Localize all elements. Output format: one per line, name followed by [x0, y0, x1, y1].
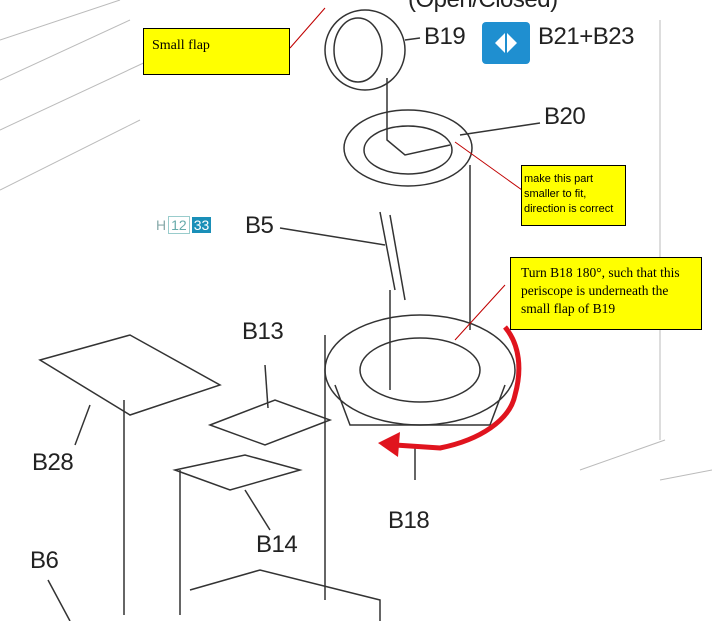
note-make-smaller: make this part smaller to fit, direction… — [521, 165, 626, 226]
label-b14: B14 — [256, 531, 298, 558]
part-b13 — [207, 399, 333, 446]
pointer-periscope — [454, 284, 506, 341]
label-b19: B19 — [424, 23, 466, 50]
part-reference: H 12 33 — [156, 216, 212, 234]
label-b18: B18 — [388, 507, 430, 534]
part-b14 — [172, 454, 303, 491]
label-b21-b23: B21+B23 — [538, 23, 634, 50]
label-b6: B6 — [30, 547, 59, 574]
label-b5: B5 — [245, 212, 274, 239]
part-b18 — [324, 314, 516, 426]
part-b19 — [324, 9, 406, 91]
header-open-closed: (Open/Closed) — [408, 0, 558, 14]
label-b13: B13 — [242, 318, 284, 345]
ref-page: 12 — [168, 216, 190, 234]
rotate-arrow — [394, 325, 522, 451]
note-small-flap: Small flap — [143, 28, 290, 75]
rotate-arrowhead — [378, 432, 400, 457]
pointer-b20 — [454, 141, 523, 191]
label-b28: B28 — [32, 449, 74, 476]
part-b5 — [379, 211, 406, 301]
part-b28 — [38, 334, 222, 416]
label-b20: B20 — [544, 103, 586, 130]
part-b20 — [343, 109, 473, 187]
ref-step: 33 — [191, 217, 212, 233]
part-b6 — [189, 569, 381, 621]
ref-prefix: H — [156, 217, 167, 233]
flip-icon — [482, 22, 530, 64]
background-lines — [0, 0, 712, 481]
note-turn-b18: Turn B18 180°, such that this periscope … — [510, 257, 702, 330]
pointer-small-flap — [289, 7, 326, 49]
